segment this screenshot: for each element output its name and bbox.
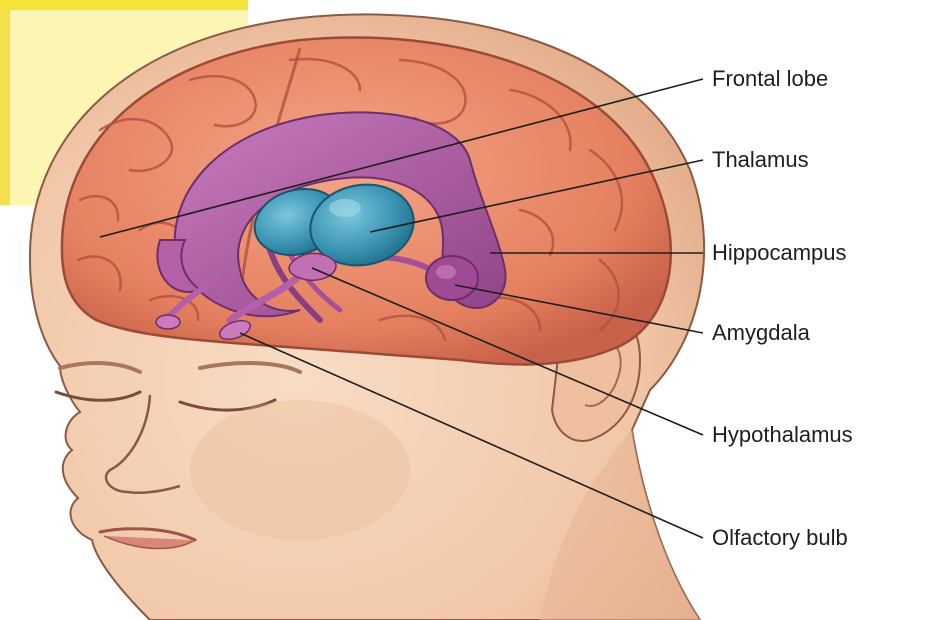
label-hypothalamus: Hypothalamus (712, 424, 853, 446)
label-thalamus: Thalamus (712, 149, 809, 171)
label-frontal-lobe: Frontal lobe (712, 68, 828, 90)
label-olfactory-bulb: Olfactory bulb (712, 527, 848, 549)
label-hippocampus: Hippocampus (712, 242, 847, 264)
label-amygdala: Amygdala (712, 322, 810, 344)
